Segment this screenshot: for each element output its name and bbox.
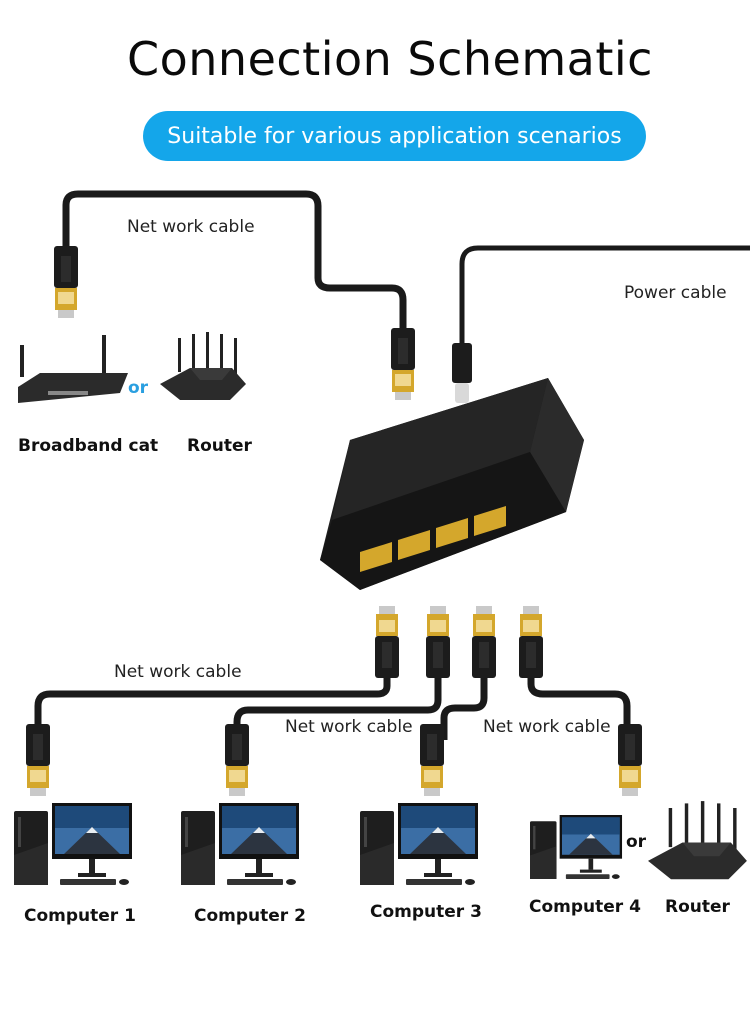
network-switch-icon <box>320 378 584 590</box>
device-label-router-bottom: Router <box>665 897 730 917</box>
rj45-connector-switch-4 <box>519 606 543 678</box>
desktop-computer-icon-2 <box>181 803 299 885</box>
network-cable-2 <box>233 676 442 745</box>
power-cable <box>459 245 750 345</box>
rj45-connector-switch-2 <box>426 606 450 678</box>
rj45-connector-computer-3 <box>420 724 444 796</box>
device-label-broadband-cat: Broadband cat <box>18 436 159 456</box>
device-label-computer-4: Computer 4 <box>529 897 641 917</box>
device-label-router-top: Router <box>187 436 252 456</box>
network-cable-label-3: Net work cable <box>483 717 611 737</box>
desktop-computer-icon-1 <box>14 803 132 885</box>
network-cable-label-2: Net work cable <box>285 717 413 737</box>
rj45-connector-computer-4 <box>618 724 642 796</box>
device-label-computer-2: Computer 2 <box>194 906 306 926</box>
or-label-top: or <box>128 378 149 398</box>
usb-c-plug-icon <box>452 343 472 403</box>
router-icon-top <box>160 332 246 400</box>
network-cable-4 <box>527 676 631 740</box>
network-cable-top <box>62 190 407 330</box>
network-cable-label-top: Net work cable <box>127 217 255 237</box>
rj45-connector-switch-3 <box>472 606 496 678</box>
power-cable-label: Power cable <box>624 283 727 303</box>
rj45-connector-top-switch <box>391 328 415 400</box>
modem-icon <box>18 335 128 403</box>
rj45-connector-switch-1 <box>375 606 399 678</box>
network-cable-3 <box>440 676 488 740</box>
subtitle-badge: Suitable for various application scenari… <box>143 111 646 161</box>
rj45-connector-computer-1 <box>26 724 50 796</box>
network-cable-1 <box>34 676 391 740</box>
subtitle-text: Suitable for various application scenari… <box>167 123 622 149</box>
page-title: Connection Schematic <box>127 32 653 86</box>
desktop-computer-icon-4 <box>530 815 623 879</box>
device-label-computer-3: Computer 3 <box>370 902 482 922</box>
rj45-connector-top-left <box>54 246 78 318</box>
router-icon-bottom <box>648 801 747 880</box>
or-label-bottom: or <box>626 832 647 852</box>
desktop-computer-icon-3 <box>360 803 478 885</box>
device-label-computer-1: Computer 1 <box>24 906 136 926</box>
rj45-connector-computer-2 <box>225 724 249 796</box>
network-cable-label-1: Net work cable <box>114 662 242 682</box>
